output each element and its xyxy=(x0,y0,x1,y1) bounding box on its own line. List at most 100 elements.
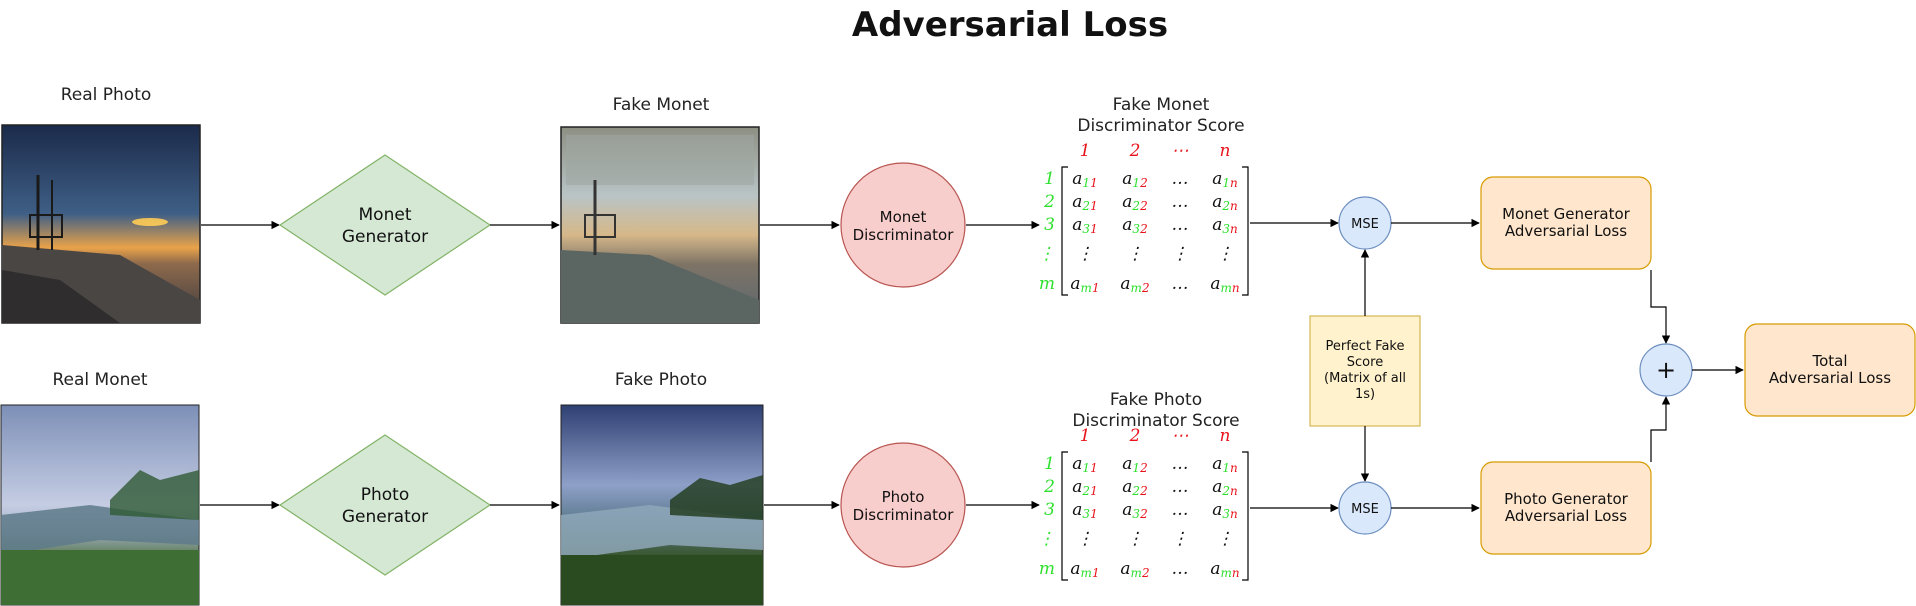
perfect-score-label-4: 1s) xyxy=(1355,387,1375,402)
matrix-row-header: 3 xyxy=(1044,215,1055,235)
matrix-right-bracket xyxy=(1242,451,1249,581)
matrix-cell: a22 xyxy=(1122,192,1147,213)
matrix-left-bracket xyxy=(1061,451,1068,581)
matrix-cell: a3n xyxy=(1212,215,1238,236)
matrix-right-bracket xyxy=(1242,166,1249,296)
photo-discriminator: Photo Discriminator xyxy=(840,442,966,568)
matrix-left-bracket xyxy=(1061,166,1068,296)
matrix-col-header: ⋯ xyxy=(1172,141,1189,161)
fake-monet-score-caption-2: Discriminator Score xyxy=(1077,116,1244,136)
matrix-cell: a11 xyxy=(1072,454,1097,475)
matrix-row-header: ⋮ xyxy=(1038,529,1055,549)
matrix-cell: … xyxy=(1172,559,1189,579)
matrix-row-header: 1 xyxy=(1044,454,1055,474)
matrix-cell: am2 xyxy=(1120,559,1149,580)
plus-icon: + xyxy=(1656,356,1676,384)
matrix-cell: ⋮ xyxy=(1172,244,1189,264)
matrix-col-header: ⋯ xyxy=(1172,426,1189,446)
matrix-cell: a12 xyxy=(1122,169,1147,190)
matrix-row-header: ⋮ xyxy=(1038,244,1055,264)
top-mse-label: MSE xyxy=(1351,217,1379,232)
monet-generator-loss-label-2: Adversarial Loss xyxy=(1505,222,1627,240)
matrix-cell: a32 xyxy=(1122,500,1147,521)
matrix-cell: ⋮ xyxy=(1127,529,1144,549)
matrix-cell: am1 xyxy=(1070,274,1099,295)
matrix-row-header: m xyxy=(1039,274,1055,294)
photo-generator-label-1: Photo xyxy=(361,485,410,505)
matrix-cell: a32 xyxy=(1122,215,1147,236)
real-photo-image xyxy=(1,124,201,324)
photo-generator-loss-box: Photo Generator Adversarial Loss xyxy=(1480,461,1652,555)
matrix-row-header: 2 xyxy=(1043,192,1055,212)
matrix-col-header: 1 xyxy=(1080,141,1091,161)
matrix-row-header: 1 xyxy=(1044,169,1055,189)
matrix-cell: … xyxy=(1172,274,1189,294)
matrix-cell: ⋮ xyxy=(1172,529,1189,549)
sum-node: + xyxy=(1639,343,1693,397)
perfect-score-label-3: (Matrix of all xyxy=(1324,371,1406,386)
matrix-cell: a21 xyxy=(1072,477,1097,498)
real-photo-caption: Real Photo xyxy=(61,85,152,105)
matrix-cell: ⋮ xyxy=(1127,244,1144,264)
matrix-row-header: m xyxy=(1039,559,1055,579)
real-monet-caption: Real Monet xyxy=(52,370,147,390)
perfect-score-label-2: Score xyxy=(1347,355,1383,370)
matrix-cell: a1n xyxy=(1212,169,1238,190)
monet-generator-loss-label-1: Monet Generator xyxy=(1502,205,1631,223)
bottom-mse-label: MSE xyxy=(1351,502,1379,517)
bottom-mse-node: MSE xyxy=(1338,481,1392,535)
monet-generator-label-2: Generator xyxy=(342,227,428,247)
fake-photo-image xyxy=(560,404,764,606)
matrix-row-header: 3 xyxy=(1044,500,1055,520)
matrix-cell: ⋮ xyxy=(1077,529,1094,549)
total-loss-label-2: Adversarial Loss xyxy=(1769,369,1891,387)
matrix-cell: am2 xyxy=(1120,274,1149,295)
diagram-title: Adversarial Loss xyxy=(852,5,1168,45)
matrix-cell: a31 xyxy=(1072,215,1097,236)
fake-monet-caption: Fake Monet xyxy=(613,95,710,115)
matrix-cell: a1n xyxy=(1212,454,1238,475)
matrix-cell: … xyxy=(1172,477,1189,497)
matrix-cell: a21 xyxy=(1072,192,1097,213)
photo-discriminator-label-2: Discriminator xyxy=(853,506,955,524)
perfect-score-label-1: Perfect Fake xyxy=(1326,339,1405,354)
matrix-cell: a12 xyxy=(1122,454,1147,475)
matrix-col-header: 2 xyxy=(1129,426,1141,446)
photo-generator-label-2: Generator xyxy=(342,507,428,527)
photo-generator-loss-label-2: Adversarial Loss xyxy=(1505,507,1627,525)
photo-generator: Photo Generator xyxy=(278,434,492,576)
matrix-cell: ⋮ xyxy=(1217,244,1234,264)
matrix-col-header: n xyxy=(1220,141,1231,161)
matrix-cell: amn xyxy=(1210,274,1239,295)
fake-photo-caption: Fake Photo xyxy=(615,370,707,390)
matrix-cell: a2n xyxy=(1212,477,1238,498)
matrix-col-header: 2 xyxy=(1129,141,1141,161)
real-monet-image xyxy=(0,404,200,606)
photo-generator-loss-label-1: Photo Generator xyxy=(1504,490,1629,508)
fake-photo-score-caption-1: Fake Photo xyxy=(1110,390,1202,410)
total-loss-label-1: Total xyxy=(1811,352,1847,370)
matrix-cell: … xyxy=(1172,454,1189,474)
monet-generator: Monet Generator xyxy=(278,154,492,296)
matrix-cell: amn xyxy=(1210,559,1239,580)
perfect-fake-score-box: Perfect Fake Score (Matrix of all 1s) xyxy=(1309,315,1421,427)
top-mse-node: MSE xyxy=(1338,196,1392,250)
matrix-cell: ⋮ xyxy=(1077,244,1094,264)
matrix-cell: a22 xyxy=(1122,477,1147,498)
monet-generator-loss-box: Monet Generator Adversarial Loss xyxy=(1480,176,1652,270)
monet-generator-label-1: Monet xyxy=(359,205,412,225)
matrix-cell: … xyxy=(1172,169,1189,189)
matrix-col-header: 1 xyxy=(1080,426,1091,446)
fake-photo-score-caption-2: Discriminator Score xyxy=(1072,411,1239,431)
photo-discriminator-label-1: Photo xyxy=(882,488,925,506)
matrix-cell: a3n xyxy=(1212,500,1238,521)
matrix-cell: … xyxy=(1172,500,1189,520)
matrix-col-header: n xyxy=(1220,426,1231,446)
fake-monet-image xyxy=(560,126,760,324)
matrix-row-header: 2 xyxy=(1043,477,1055,497)
matrix-cell: a31 xyxy=(1072,500,1097,521)
total-adversarial-loss-box: Total Adversarial Loss xyxy=(1744,323,1916,417)
matrix-cell: am1 xyxy=(1070,559,1099,580)
